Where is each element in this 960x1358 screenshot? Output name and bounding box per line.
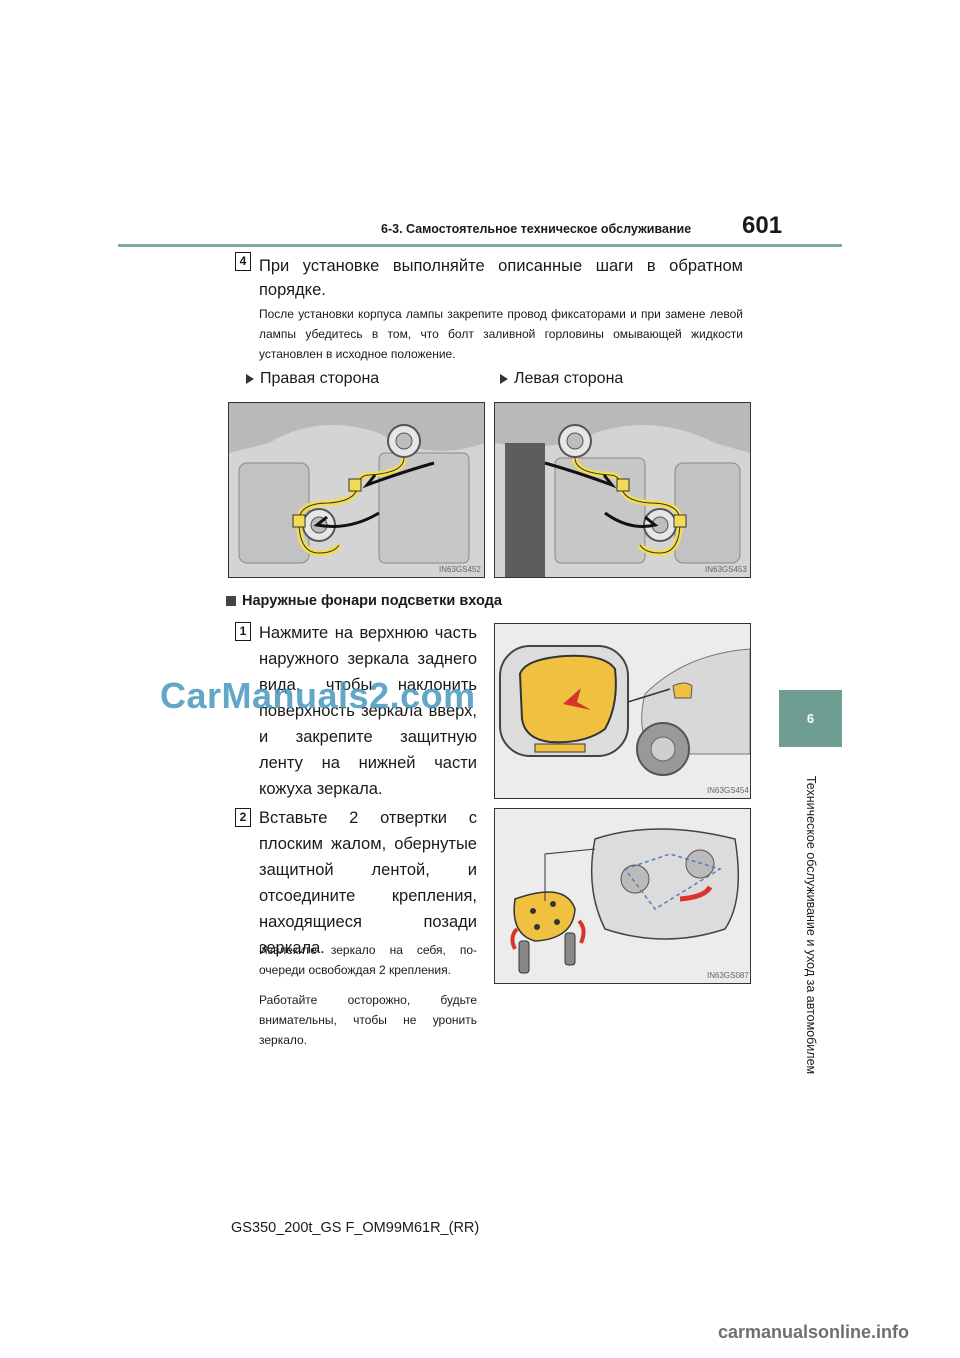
figure-right-side: IN63GS452 <box>228 402 485 578</box>
figure-code: IN63GS454 <box>707 786 749 795</box>
figure-left-side: IN63GS453 <box>494 402 751 578</box>
right-side-label: Правая сторона <box>246 370 379 388</box>
step1-text: Нажмите на верхнюю часть наружного зерка… <box>259 624 477 798</box>
step-badge-2: 2 <box>235 808 251 827</box>
step4-note: После установки корпуса лампы закрепите … <box>259 307 743 361</box>
section-title: 6-3. Самостоятельное техническое обслужи… <box>381 222 692 236</box>
watermark-carmanualsonline: carmanualsonline.info <box>718 1322 910 1342</box>
triangle-bullet-icon <box>500 374 508 384</box>
step-badge-4: 4 <box>235 252 251 271</box>
chapter-side-title: Техническое обслуживание и уход за автом… <box>803 775 818 1075</box>
chapter-tab: 6 <box>779 690 842 747</box>
figure-code: IN63GS453 <box>705 565 747 574</box>
mirror-removal-illustration <box>495 809 750 983</box>
chapter-number: 6 <box>806 711 815 726</box>
mirror-tilt-illustration <box>495 624 750 798</box>
step2-note-2: Работайте осторожно, будьте внимательны,… <box>259 993 477 1047</box>
subsection-title: Наружные фонари подсветки входа <box>226 593 502 609</box>
watermark-carmanuals2: CarManuals2.com <box>160 675 476 716</box>
engine-bay-right-illustration <box>229 403 484 577</box>
footer-model-code: GS350_200t_GS F_OM99M61R_(RR) <box>231 1220 480 1236</box>
figure-code: IN63GS087 <box>707 971 749 980</box>
figure-code: IN63GS452 <box>439 565 481 574</box>
header-rule <box>118 244 842 247</box>
step2-text: Вставьте 2 отвертки с плоским жалом, обе… <box>259 809 477 957</box>
figure-mirror-tilt: IN63GS454 <box>494 623 751 799</box>
step2-note-1: Извлеките зеркало на себя, по-очереди ос… <box>259 943 477 977</box>
left-side-label: Левая сторона <box>500 370 623 388</box>
engine-bay-left-illustration <box>495 403 750 577</box>
step4-text: При установке выполняйте описанные шаги … <box>259 257 743 299</box>
figure-mirror-removal: IN63GS087 <box>494 808 751 984</box>
triangle-bullet-icon <box>246 374 254 384</box>
page-number: 601 <box>742 212 783 239</box>
square-bullet-icon <box>226 596 236 606</box>
step-badge-1: 1 <box>235 622 251 641</box>
